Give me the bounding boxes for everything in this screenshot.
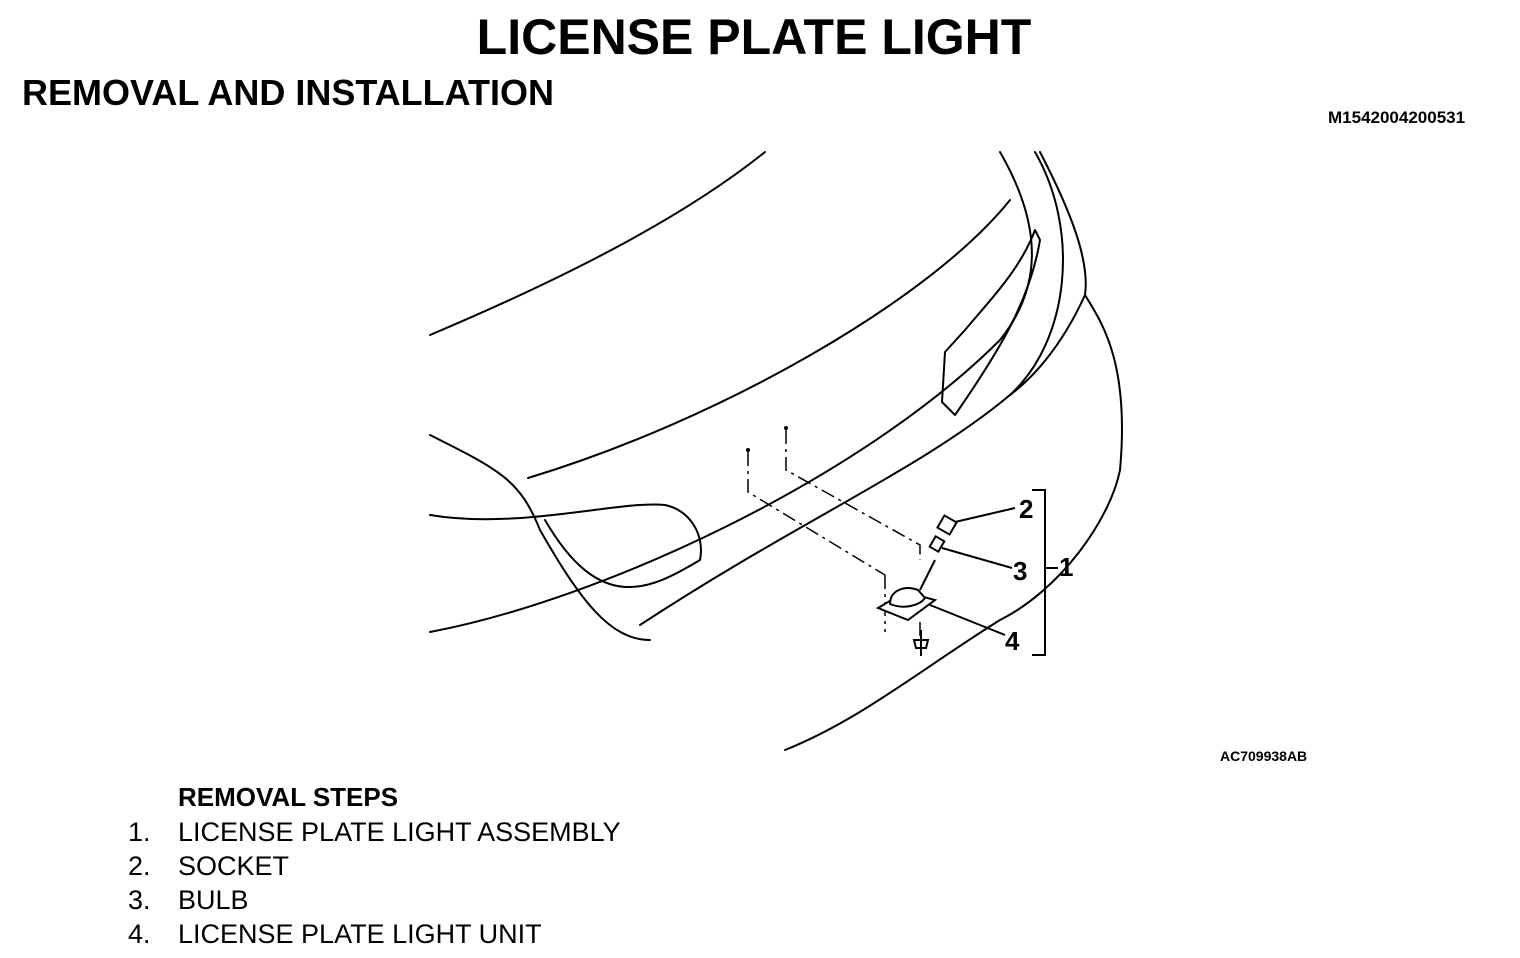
trunk-lid-curve — [429, 151, 1033, 633]
socket-bulb — [919, 514, 958, 591]
step-label: SOCKET — [178, 851, 290, 881]
list-item: 3. BULB — [128, 883, 621, 917]
right-lamp — [941, 229, 1041, 416]
screw — [912, 630, 930, 656]
guide-line-left — [747, 452, 886, 576]
page-title: LICENSE PLATE LIGHT — [476, 9, 1032, 65]
leader-4 — [929, 604, 1006, 636]
step-number: 4. — [128, 919, 151, 949]
document-id: M1542004200531 — [1328, 108, 1466, 127]
step-label: BULB — [178, 885, 249, 915]
removal-steps-list: 1. LICENSE PLATE LIGHT ASSEMBLY 2. SOCKE… — [128, 815, 621, 951]
trunk-lid-edge — [527, 199, 1011, 479]
removal-steps-heading: REMOVAL STEPS — [178, 782, 399, 812]
step-label: LICENSE PLATE LIGHT ASSEMBLY — [178, 817, 621, 847]
list-item: 1. LICENSE PLATE LIGHT ASSEMBLY — [128, 815, 621, 849]
step-number: 1. — [128, 817, 151, 847]
leader-2 — [954, 507, 1016, 523]
step-number: 3. — [128, 885, 151, 915]
callout-4: 4 — [1005, 626, 1020, 656]
bumper-line-left — [429, 434, 651, 641]
guide-line-right — [785, 430, 921, 560]
pilot-hole-left — [746, 448, 750, 452]
trunk-upper-line — [429, 151, 766, 336]
list-item: 4. LICENSE PLATE LIGHT UNIT — [128, 917, 621, 951]
pilot-hole-right — [784, 426, 788, 430]
callout-2: 2 — [1019, 494, 1033, 524]
callout-3: 3 — [1013, 556, 1027, 586]
right-bumper-arc — [1009, 294, 1086, 396]
bracket-1 — [1032, 489, 1046, 656]
trunk-edge-curve — [639, 151, 1064, 626]
bumper-line-lower — [429, 503, 666, 521]
list-item: 2. SOCKET — [128, 849, 621, 883]
section-subtitle: REMOVAL AND INSTALLATION — [22, 72, 554, 113]
step-number: 2. — [128, 851, 151, 881]
callout-1: 1 — [1059, 552, 1073, 582]
light-unit — [875, 587, 938, 622]
left-lamp — [544, 504, 702, 589]
leader-3 — [941, 547, 1013, 569]
figure-id: AC709938AB — [1220, 748, 1308, 764]
right-fender — [784, 151, 1123, 751]
step-label: LICENSE PLATE LIGHT UNIT — [178, 919, 542, 949]
